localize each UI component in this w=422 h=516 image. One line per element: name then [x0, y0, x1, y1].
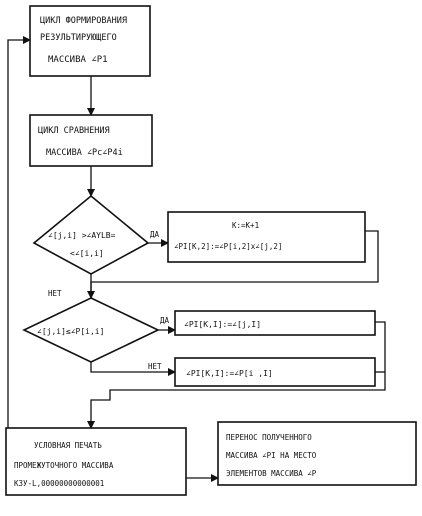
decision2-line1: ∠[j,i]≤∠P[i,i] [37, 327, 104, 336]
print-line1: УСЛОВНАЯ ПЕЧАТЬ [34, 441, 102, 450]
form-cycle-line3: МАССИВА ∠P1 [48, 55, 108, 65]
calc-line2: ∠PI[K,2]:=∠P[i,2]x∠[j,2] [174, 242, 282, 251]
assign2-line1: ∠PI[K,I]:=∠P[i ,I] [186, 369, 273, 378]
print-line2: ПРОМЕЖУТОЧНОГО МАССИВА [14, 461, 114, 470]
transfer-line1: ПЕРЕНОС ПОЛУЧЕННОГО [226, 433, 312, 442]
block-print: УСЛОВНАЯ ПЕЧАТЬ ПРОМЕЖУТОЧНОГО МАССИВА К… [5, 427, 187, 496]
block-transfer: ПЕРЕНОС ПОЛУЧЕННОГО МАССИВА ∠PI НА МЕСТО… [217, 421, 417, 486]
transfer-line3: ЭЛЕМЕНТОВ МАССИВА ∠P [226, 469, 317, 478]
calc-line1: K:=K+1 [232, 221, 259, 230]
decision2-yes-label: ДА [160, 316, 170, 325]
form-cycle-line1: ЦИКЛ ФОРМИРОВАНИЯ [40, 16, 127, 26]
decision1-line1: ∠[j,i] >∠AYLB= [48, 231, 116, 240]
block-form-cycle: ЦИКЛ ФОРМИРОВАНИЯ РЕЗУЛЬТИРУЮЩЕГО МАССИВ… [29, 5, 151, 77]
transfer-line2: МАССИВА ∠PI НА МЕСТО [226, 451, 317, 460]
compare-cycle-line2: МАССИВА ∠Pc∠P4i [46, 148, 123, 158]
decision-2: ∠[j,i]≤∠P[i,i] [22, 297, 160, 363]
block-compare-cycle: ЦИКЛ СРАВНЕНИЯ МАССИВА ∠Pc∠P4i [29, 114, 153, 167]
assign1-line1: ∠PI[K,I]:=∠[j,I] [184, 320, 261, 329]
decision1-no-label: НЕТ [48, 289, 62, 298]
block-assign-2: ∠PI[K,I]:=∠P[i ,I] [174, 357, 376, 387]
arrow-assign-merge [87, 321, 386, 429]
form-cycle-line2: РЕЗУЛЬТИРУЮЩЕГО [40, 33, 117, 43]
decision1-yes-label: ДА [150, 230, 160, 239]
decision1-line2: <∠[i,i] [70, 249, 104, 258]
print-line3: КЗУ-L,00000000000001 [14, 479, 104, 488]
decision2-no-label: НЕТ [148, 362, 162, 371]
decision-1: ∠[j,i] >∠AYLB= <∠[i,i] [32, 194, 150, 275]
arrow-decision2-no [90, 362, 176, 376]
block-calc: K:=K+1 ∠PI[K,2]:=∠P[i,2]x∠[j,2] [167, 211, 366, 263]
block-assign-1: ∠PI[K,I]:=∠[j,I] [174, 310, 376, 336]
compare-cycle-line1: ЦИКЛ СРАВНЕНИЯ [38, 126, 110, 136]
